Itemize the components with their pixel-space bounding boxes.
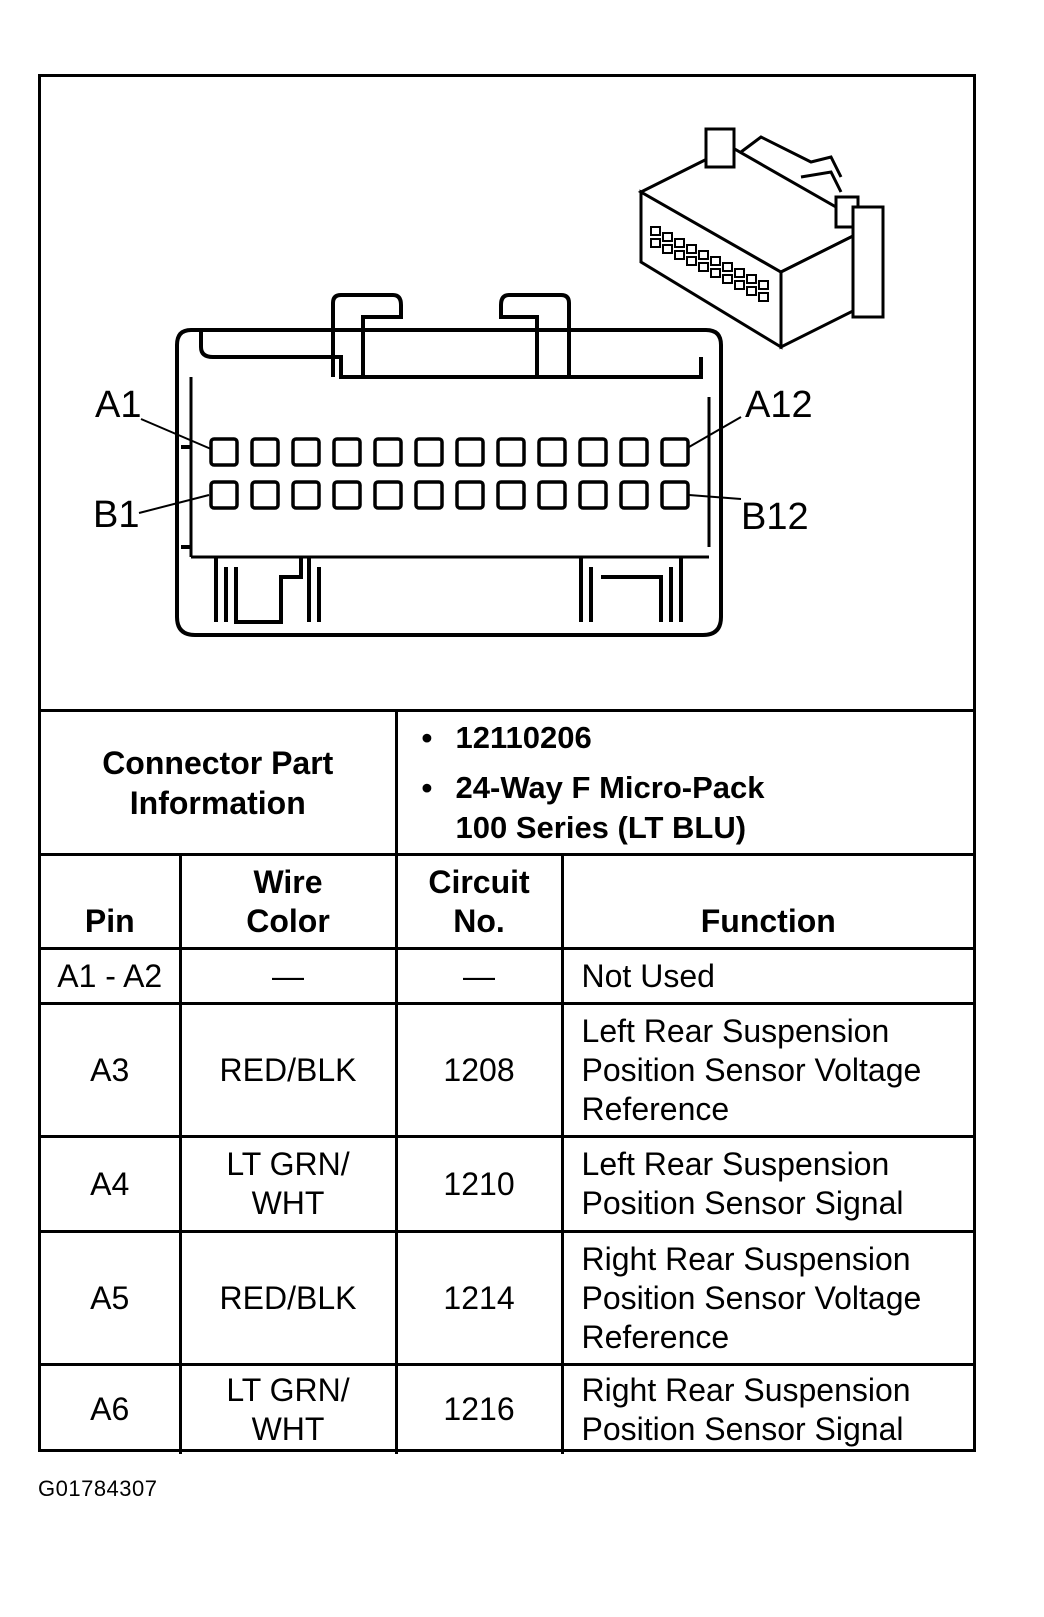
cell-wire-color: LT GRN/ WHT xyxy=(178,1363,398,1454)
header-wire-color: Wire Color xyxy=(178,853,398,950)
cell-wire-color: — xyxy=(178,947,398,1005)
cell-circuit: 1210 xyxy=(394,1135,564,1233)
table-header-row: Pin Wire Color Circuit No. Function xyxy=(41,853,974,950)
cell-pin: A1 - A2 xyxy=(41,947,182,1005)
connector-info-row: Connector Part Information •12110206 •24… xyxy=(41,709,974,856)
cell-function: Right Rear Suspension Position Sensor Vo… xyxy=(560,1230,974,1366)
connector-frame: A1 B1 A12 B12 Connector Part Information… xyxy=(38,74,976,1454)
cell-function: Left Rear Suspension Position Sensor Vol… xyxy=(560,1002,974,1138)
connector-info-item: •24-Way F Micro-Pack 100 Series (LT BLU) xyxy=(421,769,765,845)
cell-circuit: — xyxy=(394,947,564,1005)
header-circuit: Circuit No. xyxy=(394,853,564,950)
table-row: A4 LT GRN/ WHT 1210 Left Rear Suspension… xyxy=(41,1135,974,1233)
connector-info-label-text: Connector Part Information xyxy=(102,744,334,821)
cell-pin: A4 xyxy=(41,1135,182,1233)
connector-face xyxy=(175,293,723,637)
cell-wire-color: LT GRN/ WHT xyxy=(178,1135,398,1233)
table-row: A3 RED/BLK 1208 Left Rear Suspension Pos… xyxy=(41,1002,974,1138)
cell-function: Right Rear Suspension Position Sensor Si… xyxy=(560,1363,974,1454)
connector-info-values: •12110206 •24-Way F Micro-Pack 100 Serie… xyxy=(394,709,974,856)
connector-info-item: •12110206 xyxy=(421,719,592,755)
cell-circuit: 1208 xyxy=(394,1002,564,1138)
label-b1: B1 xyxy=(93,494,139,536)
table-row: A6 LT GRN/ WHT 1216 Right Rear Suspensio… xyxy=(41,1363,974,1454)
cell-wire-color: RED/BLK xyxy=(178,1002,398,1138)
cell-pin: A3 xyxy=(41,1002,182,1138)
table-row: A5 RED/BLK 1214 Right Rear Suspension Po… xyxy=(41,1230,974,1366)
leader-lines xyxy=(138,416,742,514)
table-row: A1 - A2 — — Not Used xyxy=(41,947,974,1005)
label-b12: B12 xyxy=(741,496,809,538)
figure-code: G01784307 xyxy=(38,1476,158,1501)
cell-function: Left Rear Suspension Position Sensor Sig… xyxy=(560,1135,974,1233)
header-function: Function xyxy=(560,853,974,950)
label-a1: A1 xyxy=(95,384,141,426)
header-pin: Pin xyxy=(41,853,182,950)
cell-circuit: 1214 xyxy=(394,1230,564,1366)
cell-pin: A5 xyxy=(41,1230,182,1366)
connector-diagram: A1 B1 A12 B12 xyxy=(93,127,885,637)
cell-function: Not Used xyxy=(560,947,974,1005)
connector-table: Connector Part Information •12110206 •24… xyxy=(41,709,974,1454)
connector-3d-thumbnail xyxy=(637,127,885,350)
cell-wire-color: RED/BLK xyxy=(178,1230,398,1366)
cell-pin: A6 xyxy=(41,1363,182,1454)
connector-info-label: Connector Part Information xyxy=(41,709,398,856)
label-a12: A12 xyxy=(745,384,813,426)
pin-cavities xyxy=(209,437,690,510)
cell-circuit: 1216 xyxy=(394,1363,564,1454)
